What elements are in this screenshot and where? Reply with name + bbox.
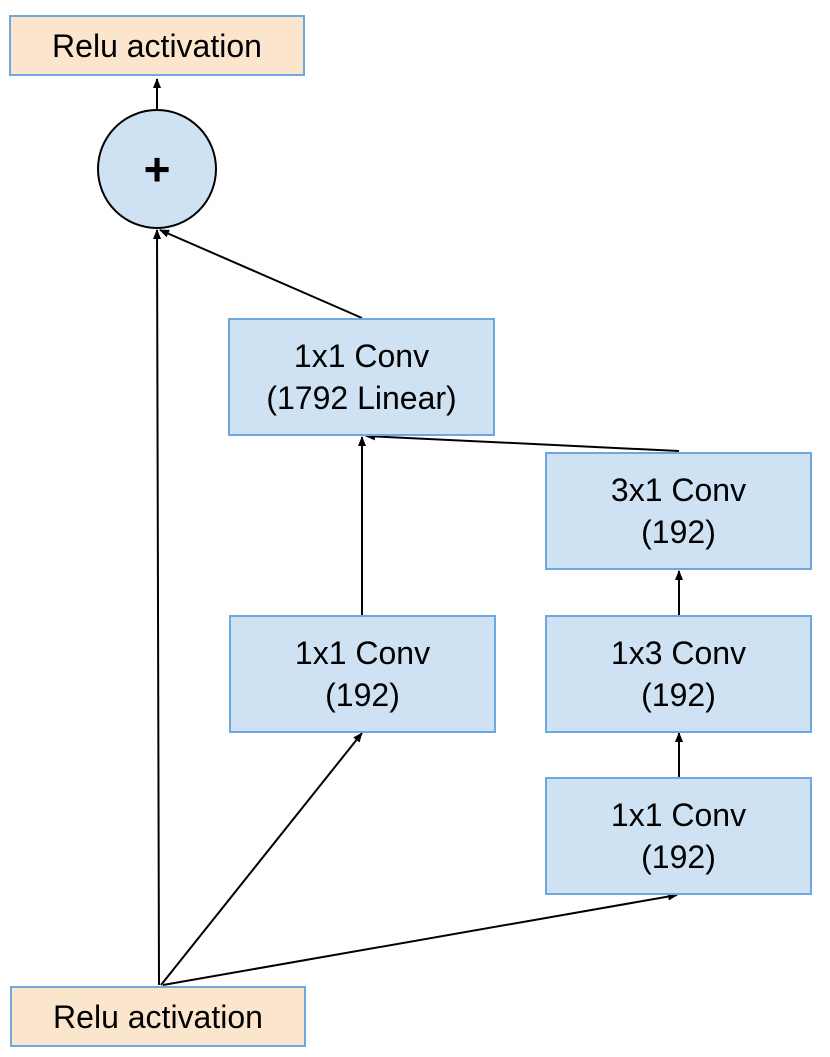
conv-1x3-line1: 1x3 Conv xyxy=(610,635,747,671)
right-conv-line1: 1x1 Conv xyxy=(610,797,747,833)
plus-icon: + xyxy=(143,143,171,195)
linear-conv-line1: 1x1 Conv xyxy=(293,338,430,374)
output-relu-node: Relu activation xyxy=(9,15,305,76)
middle-conv-line1: 1x1 Conv xyxy=(294,635,431,671)
input-relu-node: Relu activation xyxy=(10,986,306,1047)
arrow-linear-to-sum xyxy=(159,229,363,319)
output-relu-label: Relu activation xyxy=(52,27,262,64)
conv-3x1-line2: (192) xyxy=(641,514,716,550)
linear-conv-line2: (1792 Linear) xyxy=(266,380,457,416)
arrow-input-to-right xyxy=(162,892,678,986)
middle-conv-line2: (192) xyxy=(325,677,400,713)
input-relu-label: Relu activation xyxy=(53,998,263,1035)
right-conv-1x1-node: 1x1 Conv (192) xyxy=(545,777,812,895)
conv-3x1-node: 3x1 Conv (192) xyxy=(545,452,812,570)
middle-conv-1x1-node: 1x1 Conv (192) xyxy=(229,615,496,733)
conv-1x3-node: 1x3 Conv (192) xyxy=(545,615,812,733)
linear-conv-node: 1x1 Conv (1792 Linear) xyxy=(228,318,495,436)
right-conv-line2: (192) xyxy=(641,839,716,875)
arrow-3x1-to-linear xyxy=(365,432,680,452)
arrow-input-to-middle xyxy=(160,732,363,986)
arrow-input-to-sum xyxy=(153,229,162,986)
conv-3x1-line1: 3x1 Conv xyxy=(610,472,747,508)
conv-1x3-line2: (192) xyxy=(641,677,716,713)
